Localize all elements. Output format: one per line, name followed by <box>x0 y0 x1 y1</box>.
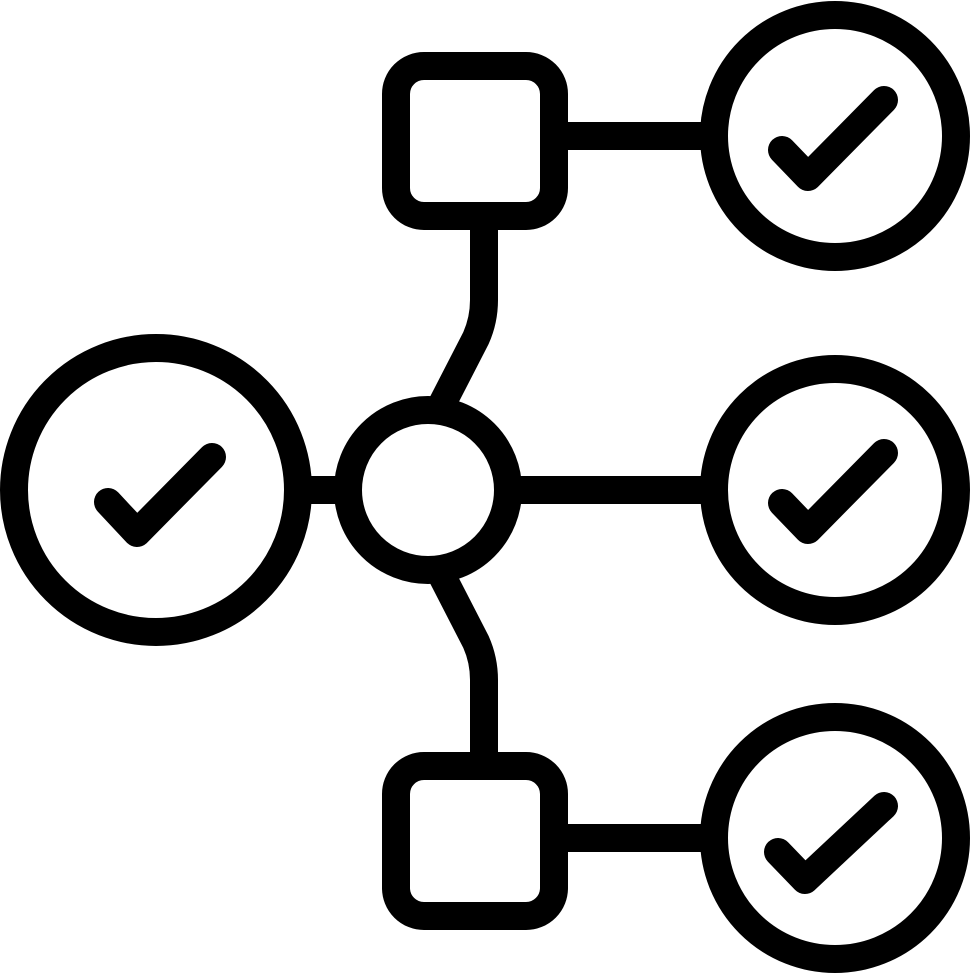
check-circle-bottom-right <box>700 703 970 973</box>
hub-circle <box>334 396 522 584</box>
check-icon-middle-right <box>768 439 898 544</box>
check-icon-bottom-right <box>764 792 898 894</box>
check-icon-left <box>94 443 226 547</box>
check-circle-top-right <box>700 1 970 271</box>
square-node-top <box>382 52 568 230</box>
check-circle-left <box>0 334 312 646</box>
square-node-bottom <box>382 752 568 930</box>
check-icon-top-right <box>768 86 898 191</box>
connector-hub-bottom-square <box>426 558 498 770</box>
check-circle-middle-right <box>700 355 970 625</box>
connector-hub-top-square <box>426 212 498 422</box>
